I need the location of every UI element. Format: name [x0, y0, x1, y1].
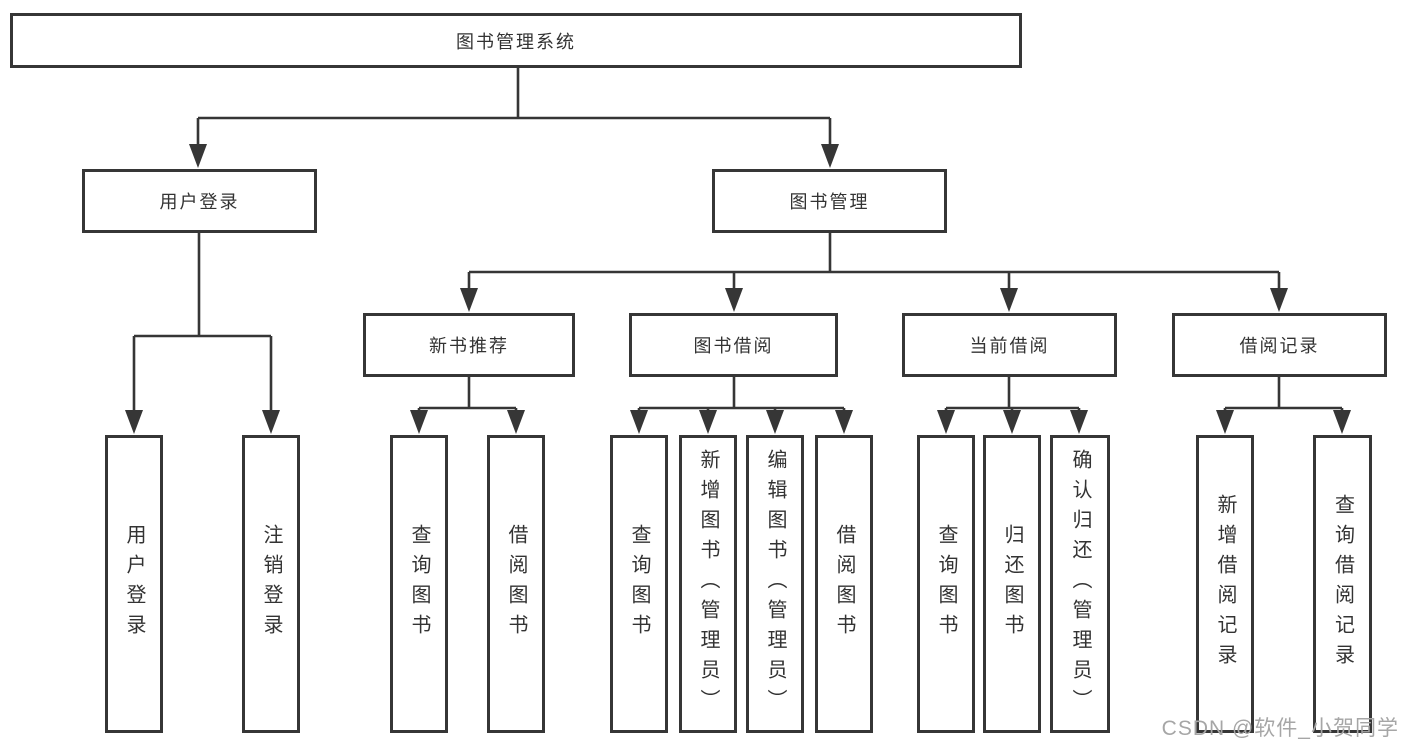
node-user-login-branch: 用户登录 [82, 169, 317, 233]
node-book-management-branch: 图书管理 [712, 169, 947, 233]
leaf-query-borrow-record: 查询借阅记录 [1313, 435, 1372, 733]
node-label: 查询借阅记录 [1331, 494, 1354, 674]
node-label: 借阅记录 [1239, 336, 1320, 356]
leaf-edit-book-admin: 编辑图书（管理员） [746, 435, 804, 733]
leaf-logout: 注销登录 [242, 435, 300, 733]
node-label: 图书借阅 [693, 336, 774, 356]
node-current-borrow: 当前借阅 [902, 313, 1117, 377]
node-book-borrow: 图书借阅 [629, 313, 838, 377]
node-new-book-recommend: 新书推荐 [363, 313, 575, 377]
node-label: 图书管理 [789, 192, 870, 212]
leaf-add-borrow-record: 新增借阅记录 [1196, 435, 1254, 733]
node-label: 注销登录 [260, 524, 282, 644]
node-label: 借阅图书 [833, 524, 855, 644]
node-label: 新书推荐 [429, 336, 509, 356]
node-borrow-records: 借阅记录 [1172, 313, 1387, 377]
node-label: 图书管理系统 [456, 31, 576, 52]
leaf-user-login: 用户登录 [105, 435, 163, 733]
arrowhead-icons [125, 144, 1351, 434]
leaf-borrow-books-recommend: 借阅图书 [487, 435, 545, 733]
node-label: 用户登录 [159, 192, 240, 212]
node-label: 确认归还（管理员） [1069, 449, 1091, 719]
node-label: 查询图书 [935, 524, 957, 644]
leaf-query-books-recommend: 查询图书 [390, 435, 448, 733]
csdn-watermark: CSDN @软件_小贺同学 [1161, 717, 1399, 740]
node-label: 借阅图书 [505, 524, 527, 644]
node-label: 查询图书 [628, 524, 650, 644]
node-label: 新增图书（管理员） [697, 449, 719, 719]
leaf-add-book-admin: 新增图书（管理员） [679, 435, 737, 733]
node-label: 用户登录 [123, 524, 145, 644]
node-label: 新增借阅记录 [1214, 494, 1236, 674]
leaf-borrow-books: 借阅图书 [815, 435, 873, 733]
node-label: 查询图书 [408, 524, 430, 644]
node-label: 当前借阅 [969, 336, 1050, 356]
node-label: 编辑图书（管理员） [764, 449, 786, 719]
leaf-confirm-return-admin: 确认归还（管理员） [1050, 435, 1110, 733]
leaf-query-books-borrow: 查询图书 [610, 435, 668, 733]
node-label: 归还图书 [1001, 524, 1023, 644]
leaf-query-books-current: 查询图书 [917, 435, 975, 733]
node-root-system: 图书管理系统 [10, 13, 1022, 68]
leaf-return-books: 归还图书 [983, 435, 1041, 733]
